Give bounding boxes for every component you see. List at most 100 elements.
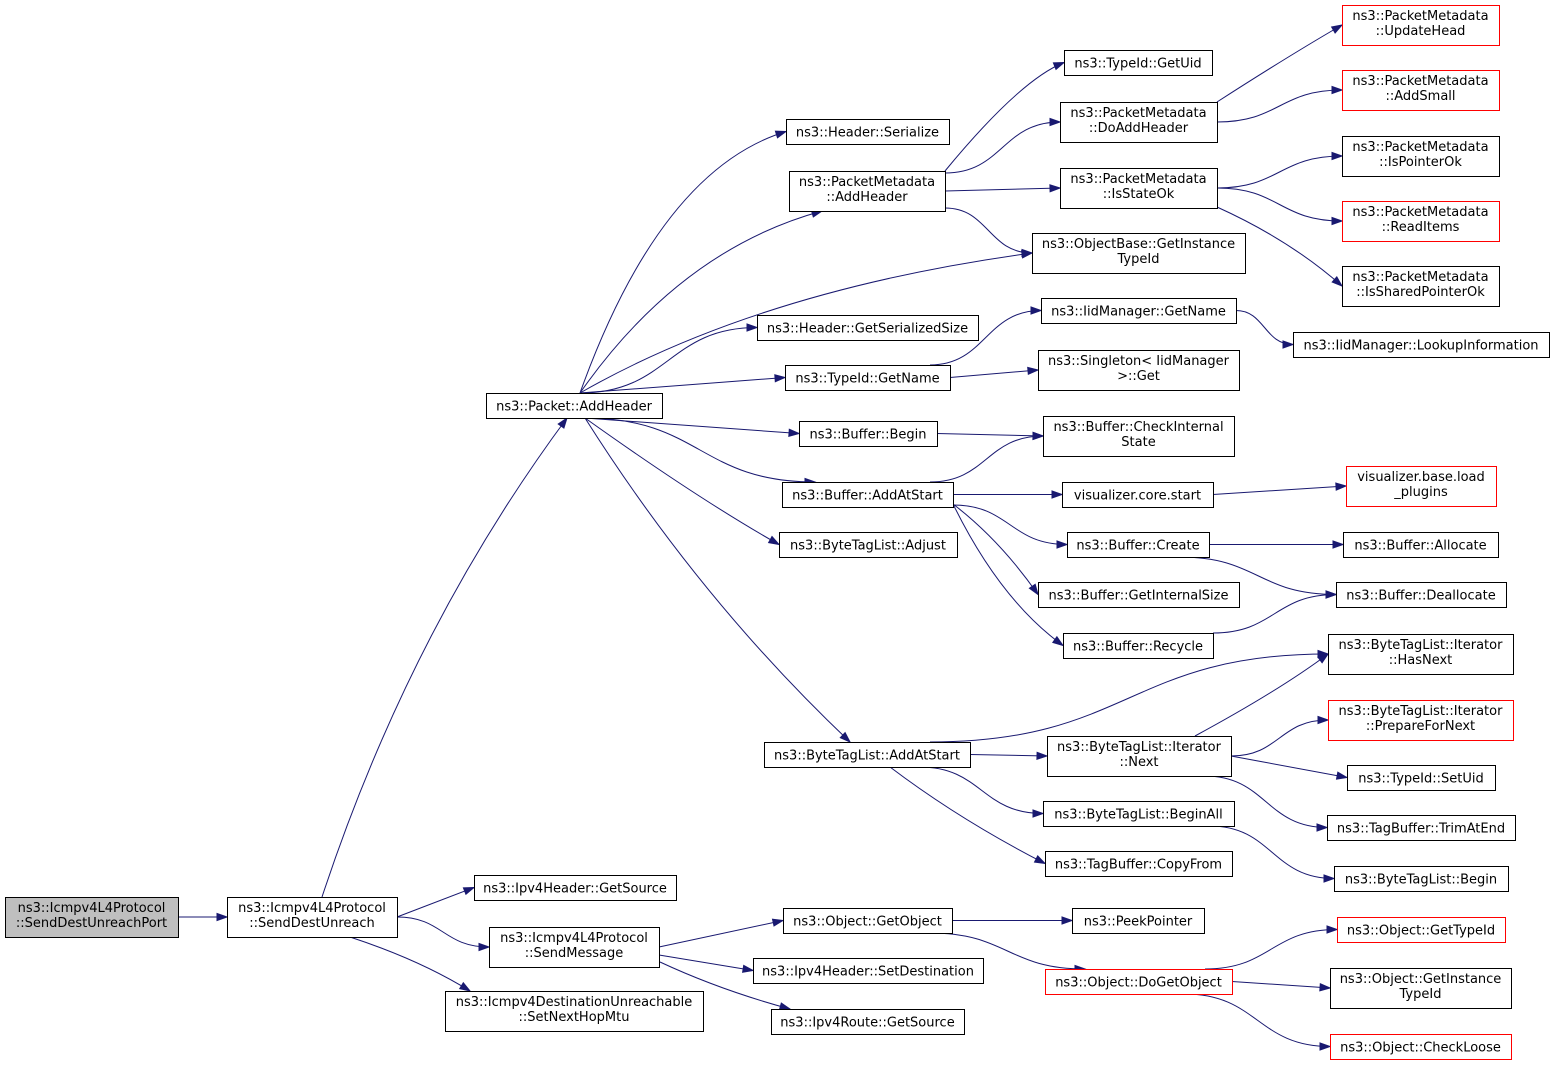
edge-bas-to-bcr — [952, 504, 1069, 549]
node-pmah[interactable]: ns3::PacketMetadata::AddHeader — [789, 171, 946, 212]
node-pah[interactable]: ns3::Packet::AddHeader — [486, 393, 663, 419]
edge-brec-to-bdealloc — [1212, 590, 1338, 634]
edge-btlas-to-btlba — [919, 766, 1045, 818]
node-label: ns3::ByteTagList::AddAtStart — [774, 749, 960, 764]
node-box — [489, 927, 660, 968]
edge-pmah-to-pmiso — [944, 184, 1062, 193]
node-btlihn[interactable]: ns3::ByteTagList::Iterator::HasNext — [1328, 634, 1514, 675]
node-label: ::IsStateOk — [1103, 187, 1175, 202]
node-tbcf[interactable]: ns3::TagBuffer::CopyFrom — [1045, 851, 1233, 877]
node-odgo[interactable]: ns3::Object::DoGetObject — [1045, 969, 1233, 995]
node-box — [1060, 168, 1218, 209]
node-box — [757, 315, 979, 341]
node-pmiso[interactable]: ns3::PacketMetadata::IsStateOk — [1060, 168, 1218, 209]
node-label: ns3::PacketMetadata — [1070, 106, 1206, 121]
node-pmispo[interactable]: ns3::PacketMetadata::IsSharedPointerOk — [1342, 266, 1500, 307]
node-btlb[interactable]: ns3::ByteTagList::Begin — [1334, 866, 1509, 892]
node-sdu[interactable]: ns3::Icmpv4L4Protocol::SendDestUnreach — [227, 897, 398, 938]
node-ogo[interactable]: ns3::Object::GetObject — [783, 908, 953, 934]
node-vcs[interactable]: visualizer.core.start — [1062, 482, 1214, 508]
node-balloc[interactable]: ns3::Buffer::Allocate — [1343, 532, 1499, 558]
node-tbtae[interactable]: ns3::TagBuffer::TrimAtEnd — [1327, 815, 1516, 841]
node-box — [1334, 866, 1509, 892]
node-bdealloc[interactable]: ns3::Buffer::Deallocate — [1336, 582, 1507, 608]
node-snhm[interactable]: ns3::Icmpv4DestinationUnreachable::SetNe… — [445, 991, 704, 1032]
node-vblp[interactable]: visualizer.base.load_plugins — [1346, 466, 1497, 507]
node-root[interactable]: ns3::Icmpv4L4Protocol::SendDestUnreachPo… — [5, 897, 179, 938]
node-box — [1342, 70, 1500, 111]
edge-btlin-to-btlipfn — [1230, 715, 1330, 757]
node-label: ns3::PeekPointer — [1084, 915, 1193, 930]
node-hgss[interactable]: ns3::Header::GetSerializedSize — [757, 315, 979, 341]
node-pmdah[interactable]: ns3::PacketMetadata::DoAddHeader — [1060, 102, 1218, 143]
node-label: ns3::Buffer::CheckInternal — [1053, 420, 1223, 435]
node-box — [1337, 917, 1506, 943]
node-label: ns3::Singleton< IidManager — [1048, 354, 1230, 369]
node-ocl[interactable]: ns3::Object::CheckLoose — [1330, 1034, 1512, 1060]
node-bbeg[interactable]: ns3::Buffer::Begin — [799, 421, 938, 447]
node-label: ns3::Ipv4Route::GetSource — [780, 1016, 954, 1031]
node-label: ::IsSharedPointerOk — [1356, 285, 1485, 300]
node-bcr[interactable]: ns3::Buffer::Create — [1067, 532, 1210, 558]
edge-sm-to-i4sd — [658, 954, 755, 973]
edge-imgn-to-imli — [1235, 310, 1295, 349]
node-box — [1063, 633, 1214, 659]
node-label: ns3::ByteTagList::Begin — [1345, 873, 1497, 888]
node-tgn[interactable]: ns3::TypeId::GetName — [785, 365, 951, 391]
node-box — [753, 958, 984, 984]
node-pmas[interactable]: ns3::PacketMetadata::AddSmall — [1342, 70, 1500, 111]
node-label: ns3::ByteTagList::Iterator — [1339, 638, 1504, 653]
node-tgu[interactable]: ns3::TypeId::GetUid — [1064, 50, 1213, 76]
edge-bas-to-bcis — [929, 431, 1045, 483]
node-label: ::AddHeader — [826, 190, 908, 205]
edge-pmah-to-obgi — [944, 207, 1034, 258]
node-pmuh[interactable]: ns3::PacketMetadata::UpdateHead — [1342, 5, 1500, 46]
node-btla[interactable]: ns3::ByteTagList::Adjust — [779, 532, 958, 558]
node-i4rgs[interactable]: ns3::Ipv4Route::GetSource — [771, 1009, 965, 1035]
node-pmipo[interactable]: ns3::PacketMetadata::IsPointerOk — [1342, 136, 1500, 177]
node-sm[interactable]: ns3::Icmpv4L4Protocol::SendMessage — [489, 927, 660, 968]
node-i4gs[interactable]: ns3::Ipv4Header::GetSource — [474, 875, 677, 901]
edge-sdu-to-i4gs — [396, 886, 476, 918]
node-label: ns3::ObjectBase::GetInstance — [1042, 237, 1235, 252]
node-label: ::Next — [1119, 755, 1158, 770]
node-btlba[interactable]: ns3::ByteTagList::BeginAll — [1043, 801, 1235, 827]
node-box — [1045, 851, 1233, 877]
edge-vcs-to-vblp — [1212, 482, 1348, 495]
node-btlin[interactable]: ns3::ByteTagList::Iterator::Next — [1047, 736, 1232, 777]
node-ogti[interactable]: ns3::Object::GetTypeId — [1337, 917, 1506, 943]
node-label: ns3::Buffer::GetInternalSize — [1049, 589, 1229, 604]
node-btlipfn[interactable]: ns3::ByteTagList::Iterator::PrepareForNe… — [1328, 700, 1514, 741]
node-tgsu[interactable]: ns3::TypeId::SetUid — [1347, 765, 1496, 791]
edge-pmiso-to-pmipo — [1216, 151, 1344, 189]
node-box — [474, 875, 677, 901]
node-box — [771, 1009, 965, 1035]
node-hser[interactable]: ns3::Header::Serialize — [786, 119, 950, 145]
node-label: ::IsPointerOk — [1379, 155, 1462, 170]
node-box — [1062, 482, 1214, 508]
edge-btlas-to-tbcf — [889, 766, 1047, 865]
node-label: ns3::Object::GetInstance — [1340, 972, 1502, 987]
edge-pah-to-btla — [584, 417, 781, 546]
node-i4sd[interactable]: ns3::Ipv4Header::SetDestination — [753, 958, 984, 984]
node-imli[interactable]: ns3::IidManager::LookupInformation — [1293, 332, 1550, 358]
edge-pah-to-hser — [579, 130, 788, 394]
node-sig[interactable]: ns3::Singleton< IidManager>::Get — [1038, 350, 1240, 391]
edge-odgo-to-ocl — [1184, 993, 1332, 1051]
node-box — [764, 742, 971, 768]
node-btlas[interactable]: ns3::ByteTagList::AddAtStart — [764, 742, 971, 768]
node-pmri[interactable]: ns3::PacketMetadata::ReadItems — [1342, 201, 1500, 242]
node-bas[interactable]: ns3::Buffer::AddAtStart — [782, 482, 954, 508]
node-bgis[interactable]: ns3::Buffer::GetInternalSize — [1038, 582, 1240, 608]
node-brec[interactable]: ns3::Buffer::Recycle — [1063, 633, 1214, 659]
node-box — [1342, 266, 1500, 307]
node-label: ns3::Object::GetObject — [793, 915, 942, 930]
node-pp[interactable]: ns3::PeekPointer — [1072, 908, 1205, 934]
node-label: ns3::ByteTagList::Iterator — [1057, 740, 1222, 755]
node-label: visualizer.core.start — [1074, 489, 1201, 504]
node-label: ns3::TypeId::GetName — [795, 372, 939, 387]
node-imgn[interactable]: ns3::IidManager::GetName — [1041, 298, 1237, 324]
